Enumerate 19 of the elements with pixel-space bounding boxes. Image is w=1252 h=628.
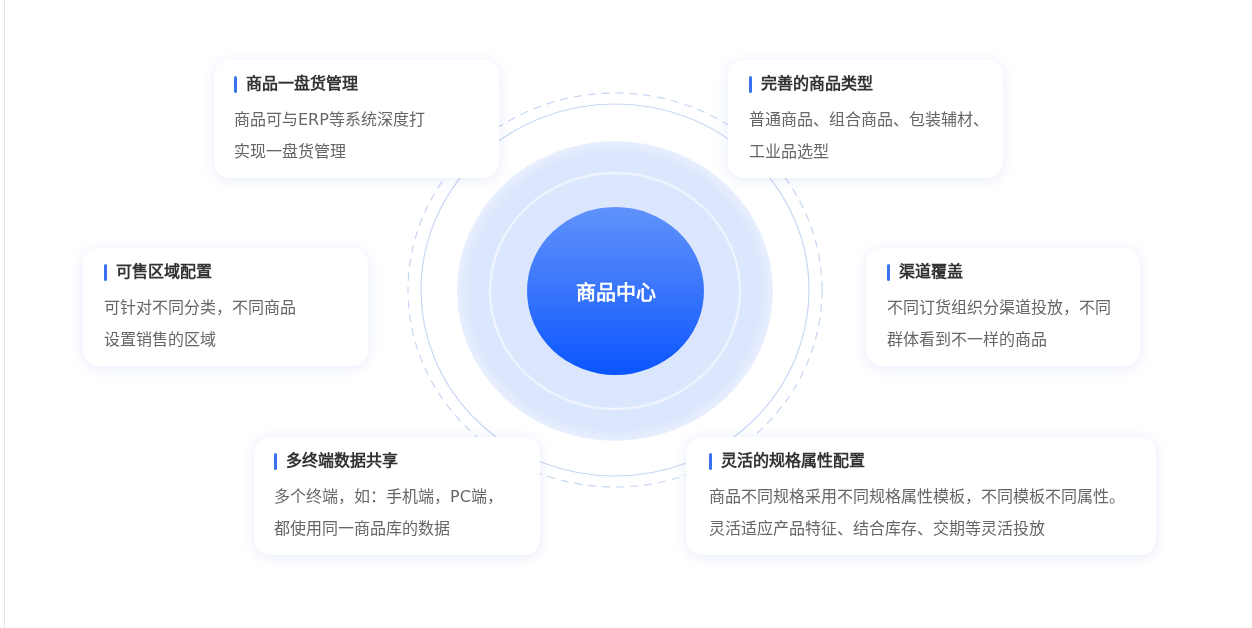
card-description: 普通商品、组合商品、包装辅材、工业品选型 [749,109,990,163]
card-description: 商品可与ERP等系统深度打实现一盘货管理 [234,109,426,163]
card-title: 商品一盘货管理 [246,73,358,95]
card-title: 渠道覆盖 [899,261,963,283]
feature-card [728,60,1003,178]
feature-card [686,437,1156,555]
card-title: 可售区域配置 [116,261,212,283]
card-title: 灵活的规格属性配置 [721,450,865,472]
feature-card [866,248,1140,366]
card-title: 多终端数据共享 [286,450,398,472]
card-description: 多个终端，如：手机端，PC端，都使用同一商品库的数据 [274,486,504,540]
hub-label: 商品中心 [575,279,656,306]
feature-card [254,437,540,555]
feature-card [83,248,368,366]
card-description: 商品不同规格采用不同规格属性模板，不同模板不同属性。灵活适应产品特征、结合库存、交期等灵活投放 [709,486,1126,540]
feature-card [214,60,499,178]
card-description: 可针对不同分类，不同商品设置销售的区域 [104,297,297,351]
card-description: 不同订货组织分渠道投放，不同群体看到不一样的商品 [887,297,1112,351]
card-title: 完善的商品类型 [761,73,873,95]
